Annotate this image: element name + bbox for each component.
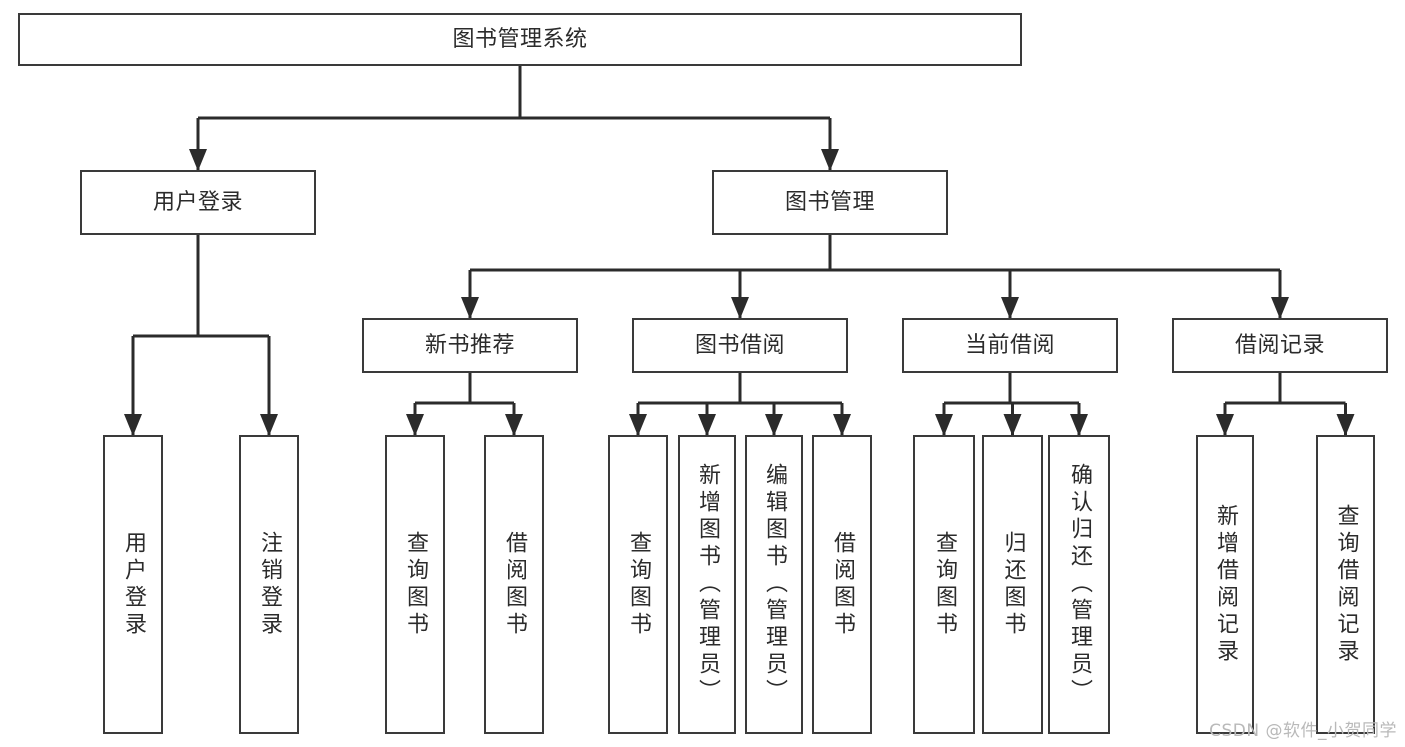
node-user-login[interactable]: 用户登录 [80, 170, 316, 235]
node-label-leaf-query-record: 查询借阅记录 [1333, 503, 1359, 666]
node-leaf-query-book-1[interactable]: 查询图书 [385, 435, 445, 734]
node-new-book-rec[interactable]: 新书推荐 [362, 318, 578, 373]
node-leaf-add-record[interactable]: 新增借阅记录 [1196, 435, 1254, 734]
node-label-leaf-query-book-3: 查询图书 [932, 530, 957, 639]
node-leaf-borrow-book-2[interactable]: 借阅图书 [812, 435, 872, 734]
node-label-root: 图书管理系统 [452, 26, 588, 52]
node-label-leaf-logout: 注销登录 [257, 530, 282, 639]
arrow-icon-leaf-borrow-book-2 [833, 414, 851, 436]
node-label-leaf-user-login: 用户登录 [121, 530, 146, 639]
node-leaf-query-book-2[interactable]: 查询图书 [608, 435, 668, 734]
node-label-leaf-confirm-return: 确认归还（管理员） [1067, 463, 1092, 706]
watermark: CSDN @软件_小贺同学 [1209, 721, 1397, 741]
arrow-icon-book-borrow [731, 297, 749, 319]
arrow-icon-leaf-query-record [1336, 414, 1355, 436]
arrow-icon-leaf-borrow-book-1 [505, 414, 523, 436]
arrow-icon-leaf-confirm-return [1070, 414, 1088, 436]
node-leaf-return-book[interactable]: 归还图书 [982, 435, 1043, 734]
node-leaf-confirm-return[interactable]: 确认归还（管理员） [1048, 435, 1110, 734]
node-label-leaf-add-book: 新增图书（管理员） [695, 463, 720, 706]
node-leaf-edit-book[interactable]: 编辑图书（管理员） [745, 435, 803, 734]
node-label-borrow-record: 借阅记录 [1234, 332, 1325, 358]
node-root[interactable]: 图书管理系统 [18, 13, 1022, 66]
node-leaf-user-login[interactable]: 用户登录 [103, 435, 163, 734]
node-book-borrow[interactable]: 图书借阅 [632, 318, 848, 373]
node-leaf-add-book[interactable]: 新增图书（管理员） [678, 435, 736, 734]
arrow-icon-leaf-add-record [1216, 414, 1234, 436]
arrow-icon-leaf-logout [260, 414, 278, 436]
node-label-leaf-query-book-2: 查询图书 [626, 530, 651, 639]
arrow-icon-new-book-rec [461, 297, 479, 319]
arrow-icon-user-login [189, 149, 207, 171]
node-leaf-logout[interactable]: 注销登录 [239, 435, 299, 734]
node-leaf-query-record[interactable]: 查询借阅记录 [1316, 435, 1375, 734]
node-current-borrow[interactable]: 当前借阅 [902, 318, 1118, 373]
arrow-icon-leaf-query-book-2 [629, 414, 647, 436]
node-label-leaf-edit-book: 编辑图书（管理员） [762, 463, 787, 706]
arrow-icon-leaf-query-book-1 [406, 414, 424, 436]
node-leaf-borrow-book-1[interactable]: 借阅图书 [484, 435, 544, 734]
arrow-icon-leaf-user-login [124, 414, 142, 436]
node-book-manage[interactable]: 图书管理 [712, 170, 948, 235]
arrow-icon-leaf-query-book-3 [935, 414, 953, 436]
node-label-book-borrow: 图书借阅 [694, 332, 785, 358]
node-label-leaf-return-book: 归还图书 [1000, 530, 1026, 639]
arrow-icon-leaf-add-book [698, 414, 716, 436]
node-label-new-book-rec: 新书推荐 [424, 332, 515, 358]
node-label-user-login: 用户登录 [152, 189, 243, 215]
node-leaf-query-book-3[interactable]: 查询图书 [913, 435, 975, 734]
arrow-icon-book-manage [821, 149, 839, 171]
arrow-icon-borrow-record [1271, 297, 1289, 319]
node-label-leaf-borrow-book-2: 借阅图书 [830, 530, 855, 639]
arrow-icon-leaf-return-book [1003, 414, 1022, 436]
node-label-leaf-query-book-1: 查询图书 [403, 530, 428, 639]
arrow-icon-current-borrow [1001, 297, 1019, 319]
node-label-leaf-add-record: 新增借阅记录 [1213, 503, 1238, 666]
node-borrow-record[interactable]: 借阅记录 [1172, 318, 1388, 373]
node-label-book-manage: 图书管理 [784, 189, 875, 215]
node-label-current-borrow: 当前借阅 [964, 332, 1055, 358]
node-label-leaf-borrow-book-1: 借阅图书 [502, 530, 527, 639]
arrow-icon-leaf-edit-book [765, 414, 783, 436]
